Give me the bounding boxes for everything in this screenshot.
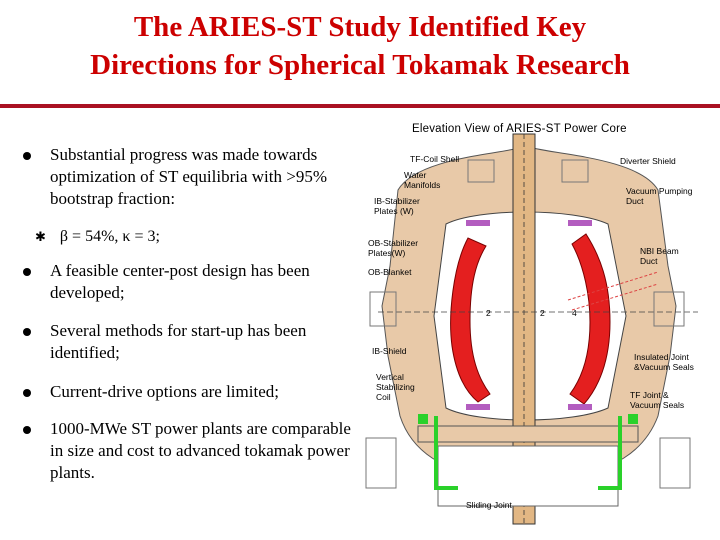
tf-joint-coil xyxy=(434,416,458,490)
label-insulated-joint: Insulated Joint &Vacuum Seals xyxy=(634,352,694,372)
bullet-dot-icon xyxy=(23,328,31,336)
label-sliding-joint: Sliding Joint xyxy=(466,500,512,510)
top-pipe xyxy=(467,159,495,183)
label-ib-stabilizer: IB-Stabilizer Plates (W) xyxy=(374,196,420,216)
bullet-text: Several methods for start-up has been id… xyxy=(50,321,307,362)
bullet-dot-icon xyxy=(23,268,31,276)
asterisk-icon: ✱ xyxy=(35,230,46,245)
label-ob-stabilizer: OB-Stabilizer Plates(W) xyxy=(368,238,419,258)
title-line-1: The ARIES-ST Study Identified Key xyxy=(133,11,587,43)
side-pipe xyxy=(369,291,397,327)
label-vertical-coil: Vertical Stabilizing Coil xyxy=(376,372,415,402)
stabilizer-plate xyxy=(466,220,490,226)
sub-bullet-item: ✱ β = 54%, κ = 3; xyxy=(35,226,160,249)
bullet-item: A feasible center-post design has been d… xyxy=(20,260,365,304)
bullet-item: Current-drive options are limited; xyxy=(20,381,365,403)
title-divider xyxy=(0,104,720,108)
bullet-item: Several methods for start-up has been id… xyxy=(20,320,365,364)
lower-frame xyxy=(417,425,639,443)
scale-label: 2 xyxy=(540,308,545,318)
label-diverter-shield: Diverter Shield xyxy=(620,156,676,166)
title-line-2: Directions for Spherical Tokamak Researc… xyxy=(90,49,630,81)
label-tf-joint: TF Joint & Vacuum Seals xyxy=(630,390,685,410)
bullet-dot-icon xyxy=(23,426,31,434)
vertical-stabilizing-coil xyxy=(628,414,638,424)
bullet-item: Substantial progress was made towards op… xyxy=(20,144,365,210)
slide-title: The ARIES-ST Study Identified Key Direct… xyxy=(0,8,720,84)
tf-joint-coil xyxy=(598,416,622,490)
label-water-manifolds: Water Manifolds xyxy=(404,170,441,190)
label-tf-coil-shell: TF-Coil Shell xyxy=(410,154,460,164)
bullet-dot-icon xyxy=(23,152,31,160)
bullet-item: 1000-MWe ST power plants are comparable … xyxy=(20,418,365,484)
top-pipe xyxy=(561,159,589,183)
side-pipe xyxy=(365,437,397,489)
bullet-text: 1000-MWe ST power plants are comparable … xyxy=(50,419,351,482)
scale-label: 2 xyxy=(486,308,491,318)
lower-frame xyxy=(437,445,619,507)
stabilizer-plate xyxy=(568,220,592,226)
ob-blanket xyxy=(569,233,611,405)
vertical-stabilizing-coil xyxy=(418,414,428,424)
side-pipe xyxy=(659,437,691,489)
label-ib-shield: IB-Shield xyxy=(372,346,407,356)
power-core-diagram xyxy=(365,133,698,525)
stabilizer-plate xyxy=(568,404,592,410)
sub-bullet-text: β = 54%, κ = 3; xyxy=(59,228,160,245)
bullet-text: Substantial progress was made towards op… xyxy=(50,145,327,208)
side-pipe xyxy=(653,291,685,327)
stabilizer-plate xyxy=(466,404,490,410)
label-nbi-duct: NBI Beam Duct xyxy=(640,246,679,266)
bullet-text: Current-drive options are limited; xyxy=(50,382,279,401)
bullet-dot-icon xyxy=(23,389,31,397)
scale-label: 4 xyxy=(572,308,577,318)
bullet-text: A feasible center-post design has been d… xyxy=(50,261,310,302)
figure-title: Elevation View of ARIES-ST Power Core xyxy=(412,123,627,135)
label-ob-blanket: OB-Blanket xyxy=(368,267,412,277)
ib-blanket xyxy=(450,237,491,403)
label-vacuum-duct: Vacuum Pumping Duct xyxy=(626,186,693,206)
